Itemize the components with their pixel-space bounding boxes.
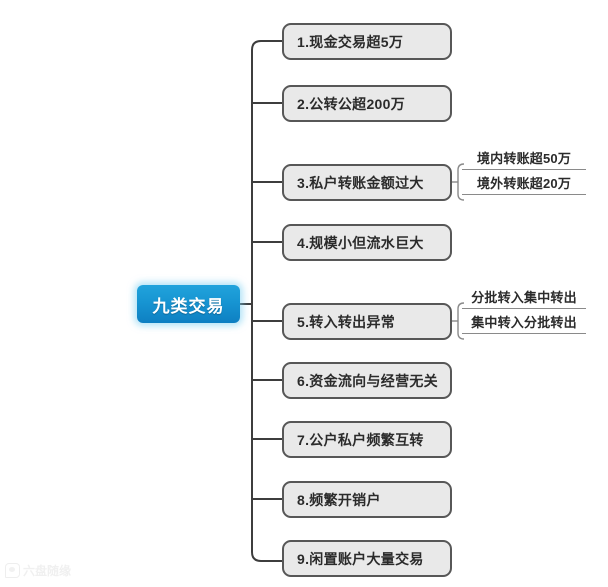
sub-group-branch-5: 分批转入集中转出 集中转入分批转出 [462,284,586,334]
sub-item-label-3-1: 境内转账超50万 [476,150,572,166]
branch-box-5[interactable]: 5.转入转出异常 [282,303,452,340]
sub-item-label-5-2: 集中转入分批转出 [471,314,577,330]
branch-box-6[interactable]: 6.资金流向与经营无关 [282,362,452,399]
branch-label-4: 4.规模小但流水巨大 [297,234,424,251]
branch-label-2: 2.公转公超200万 [297,95,406,112]
branch-box-1[interactable]: 1.现金交易超5万 [282,23,452,60]
sub-item-5-2[interactable]: 集中转入分批转出 [462,309,586,334]
branch-box-3[interactable]: 3.私户转账金额过大 [282,164,452,201]
branch-label-3: 3.私户转账金额过大 [297,174,424,191]
branch-label-7: 7.公户私户频繁互转 [297,431,424,448]
sub-item-label-3-2: 境外转账超20万 [476,175,572,191]
branch-box-4[interactable]: 4.规模小但流水巨大 [282,224,452,261]
central-node-label: 九类交易 [152,296,225,316]
branch-box-9[interactable]: 9.闲置账户大量交易 [282,540,452,577]
sub-group-branch-3: 境内转账超50万 境外转账超20万 [462,145,586,195]
branch-label-5: 5.转入转出异常 [297,313,396,330]
branch-box-8[interactable]: 8.频繁开销户 [282,481,452,518]
branch-label-6: 6.资金流向与经营无关 [297,372,438,389]
branch-label-1: 1.现金交易超5万 [297,33,404,50]
branch-box-7[interactable]: 7.公户私户频繁互转 [282,421,452,458]
sub-item-3-1[interactable]: 境内转账超50万 [462,145,586,170]
branch-label-9: 9.闲置账户大量交易 [297,550,424,567]
branch-box-2[interactable]: 2.公转公超200万 [282,85,452,122]
sub-item-label-5-1: 分批转入集中转出 [471,289,577,305]
sub-item-3-2[interactable]: 境外转账超20万 [462,170,586,195]
sub-item-5-1[interactable]: 分批转入集中转出 [462,284,586,309]
branch-label-8: 8.频繁开销户 [297,491,381,508]
watermark-text: 六盘随缘 [23,564,72,578]
camera-icon [5,563,20,578]
watermark: 六盘随缘 [5,562,71,579]
central-node[interactable]: 九类交易 [137,285,240,323]
